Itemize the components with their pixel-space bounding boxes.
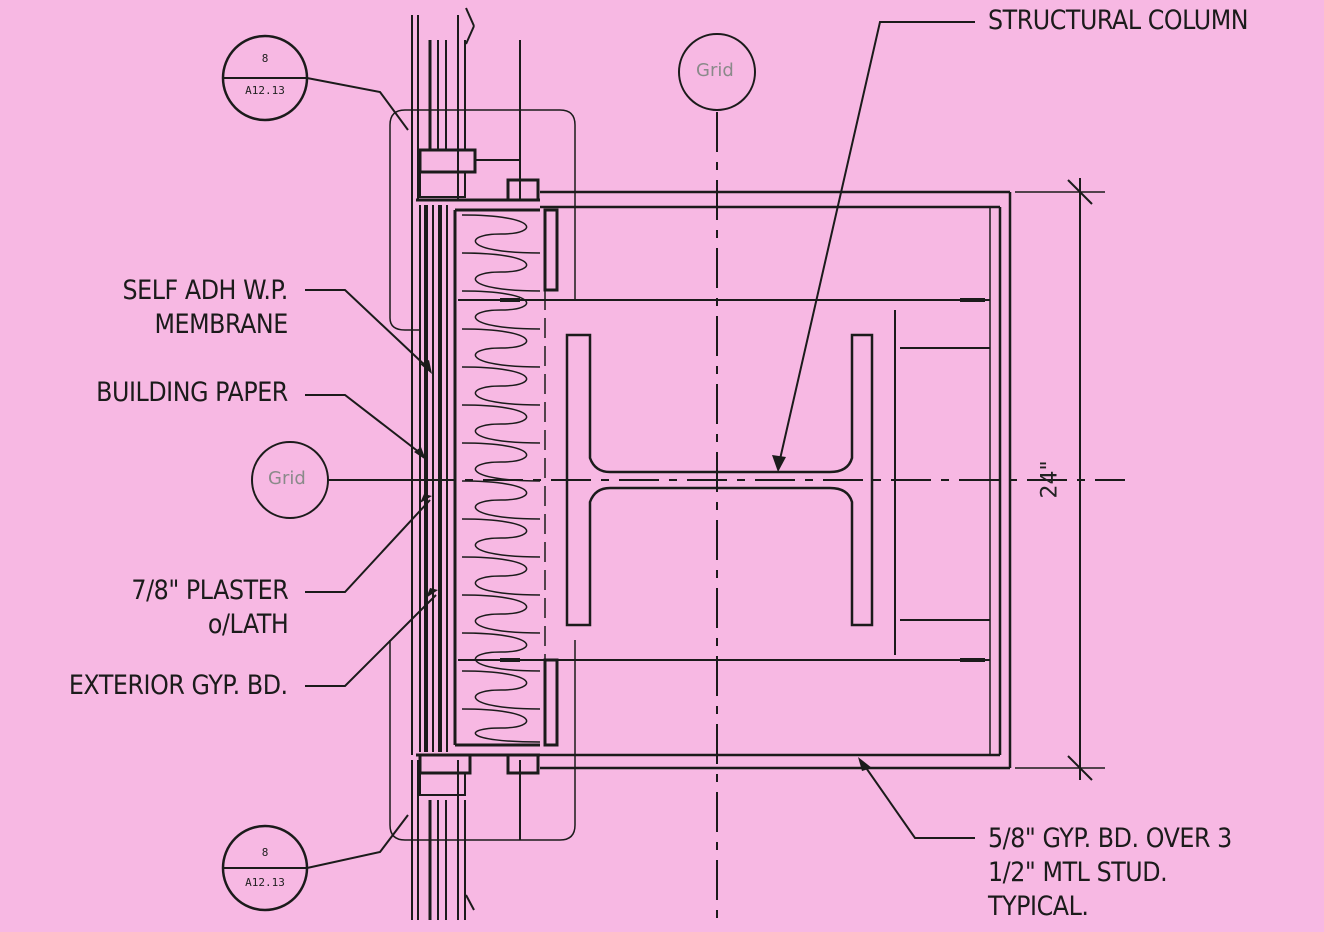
section-tag-top[interactable]: [221, 34, 409, 131]
window-frame-top: [411, 7, 540, 202]
structural-column-wide-flange: [565, 333, 874, 627]
section-tag-top-sheet: A12.13: [245, 84, 285, 97]
leader-arrowheads: [414, 360, 872, 771]
label-gyp-line3: TYPICAL.: [988, 891, 1089, 922]
section-tag-top-number: 8: [261, 52, 269, 65]
grid-bubble-top: [678, 33, 756, 111]
grid-bubble-top-text: Grid: [696, 60, 734, 81]
section-tag-bottom[interactable]: [221, 814, 409, 912]
exterior-wall-assembly: [411, 198, 540, 757]
label-gyp-line2: 1/2" MTL STUD.: [988, 857, 1168, 888]
leader-lines: [305, 21, 975, 839]
grid-bubble-left-text: Grid: [268, 468, 306, 489]
label-gyp-line1: 5/8" GYP. BD. OVER 3: [988, 823, 1232, 854]
window-frame-bottom: [411, 753, 540, 920]
grid-bubble-left: [251, 441, 415, 519]
label-plaster-line2: o/LATH: [207, 609, 289, 640]
column-enclosure: [458, 190, 1012, 770]
label-self-adh-line2: MEMBRANE: [154, 309, 289, 340]
callout-outline-top: [389, 109, 576, 331]
section-tag-bottom-number: 8: [261, 846, 269, 859]
dimension-24: [1015, 178, 1105, 781]
label-plaster-line1: 7/8" PLASTER: [131, 575, 288, 606]
label-exterior-gyp: EXTERIOR GYP. BD.: [69, 670, 288, 701]
section-tag-bottom-sheet: A12.13: [245, 876, 285, 889]
label-plaster: 7/8" PLASTER o/LATH: [131, 574, 288, 642]
callout-outline-bottom: [389, 640, 576, 841]
label-structural-column: STRUCTURAL COLUMN: [988, 5, 1249, 36]
label-gyp-bd-stud: 5/8" GYP. BD. OVER 3 1/2" MTL STUD. TYPI…: [988, 822, 1232, 924]
label-building-paper: BUILDING PAPER: [96, 377, 288, 408]
batt-insulation: [461, 214, 541, 743]
label-self-adh-membrane: SELF ADH W.P. MEMBRANE: [122, 274, 289, 342]
dimension-text: 24": [1037, 460, 1063, 499]
label-self-adh-line1: SELF ADH W.P.: [122, 275, 289, 306]
exterior-stud: [543, 208, 559, 747]
